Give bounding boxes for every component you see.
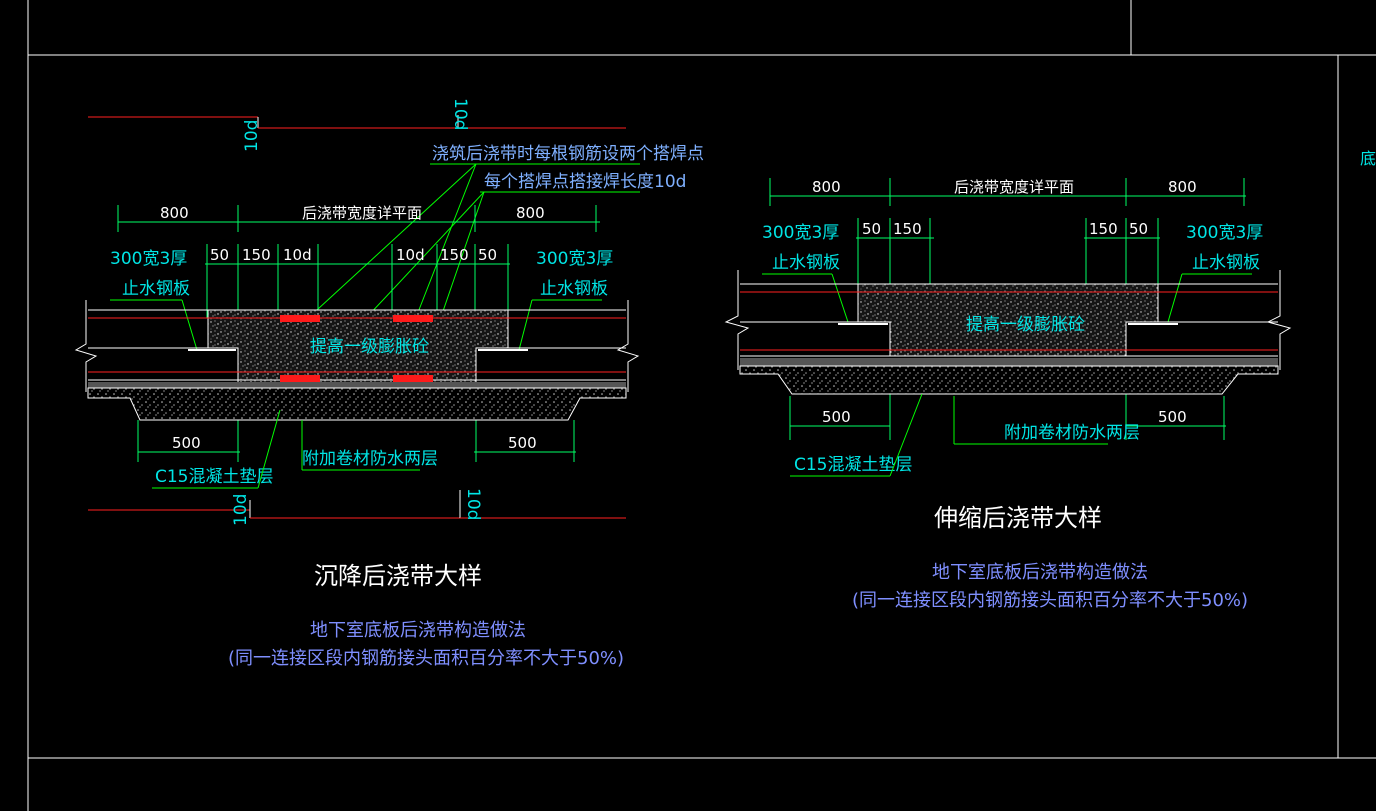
left-cushion-label: C15混凝土垫层 — [155, 467, 274, 487]
left-concrete-label: 提高一级膨胀砼 — [310, 337, 429, 357]
left-waterstop-size-left: 300宽3厚 — [110, 249, 187, 269]
left-top-rebar-reference — [88, 115, 626, 129]
left-dim-500-left: 500 — [172, 434, 201, 452]
left-dim-800-left: 800 — [160, 204, 189, 222]
right-slab-section — [724, 270, 1292, 395]
right-dim-center-width: 后浇带宽度详平面 — [954, 178, 1074, 196]
right-waterstop-name-right: 止水钢板 — [1192, 253, 1260, 273]
left-lap-top-right-label: 10d — [450, 98, 470, 130]
right-dimension-lines — [769, 178, 1246, 440]
right-dim-50-right: 50 — [1129, 220, 1148, 238]
left-waterstop-size-right: 300宽3厚 — [536, 249, 613, 269]
left-dim-150-left: 150 — [242, 246, 271, 264]
right-waterstop-size-right: 300宽3厚 — [1186, 223, 1263, 243]
left-waterstop-name-right: 止水钢板 — [540, 279, 608, 299]
right-detail-subtitle-1: 地下室底板后浇带构造做法 — [932, 562, 1148, 583]
right-dim-500-right: 500 — [1158, 408, 1187, 426]
right-dim-150-left: 150 — [893, 220, 922, 238]
left-dim-50-left: 50 — [210, 246, 229, 264]
right-detail-subtitle-2: (同一连接区段内钢筋接头面积百分率不大于50%) — [852, 590, 1248, 611]
left-note-weld-length: 每个搭焊点搭接焊长度10d — [484, 172, 686, 192]
right-concrete-label: 提高一级膨胀砼 — [966, 315, 1085, 335]
right-dim-500-left: 500 — [822, 408, 851, 426]
left-dim-800-right: 800 — [516, 204, 545, 222]
left-waterstop-name-left: 止水钢板 — [122, 279, 190, 299]
left-note-weld-points: 浇筑后浇带时每根钢筋设两个搭焊点 — [432, 144, 704, 164]
left-dimension-lines — [117, 205, 600, 462]
left-dim-center-width: 后浇带宽度详平面 — [302, 204, 422, 222]
right-dim-50-left: 50 — [862, 220, 881, 238]
right-cushion-label: C15混凝土垫层 — [794, 455, 913, 475]
left-detail: 10d 10d 浇筑后浇带时每根钢筋设两个搭焊点 每个搭焊点搭接焊长度10d — [74, 98, 704, 669]
left-slab-section — [74, 300, 640, 421]
left-dim-50-right: 50 — [478, 246, 497, 264]
left-dim-10d-right: 10d — [396, 246, 425, 264]
left-dim-10d-left: 10d — [283, 246, 312, 264]
left-detail-subtitle-1: 地下室底板后浇带构造做法 — [310, 620, 526, 641]
right-dim-800-left: 800 — [812, 178, 841, 196]
right-waterstop-name-left: 止水钢板 — [772, 253, 840, 273]
left-detail-subtitle-2: (同一连接区段内钢筋接头面积百分率不大于50%) — [228, 648, 624, 669]
right-waterstop-size-left: 300宽3厚 — [762, 223, 839, 243]
edge-fragment-label: 底板 — [1360, 149, 1376, 168]
right-detail: 800 后浇带宽度详平面 800 50 150 150 50 300宽3厚 止水… — [724, 178, 1292, 611]
left-lap-top-left-label: 10d — [242, 120, 262, 152]
left-lap-bottom-right-label: 10d — [463, 488, 483, 520]
left-bottom-rebar-reference — [88, 490, 626, 519]
left-detail-title: 沉降后浇带大样 — [314, 562, 482, 590]
right-detail-title: 伸缩后浇带大样 — [934, 504, 1102, 532]
drawing-frame — [27, 0, 1376, 811]
left-dim-150-right: 150 — [440, 246, 469, 264]
right-dim-800-right: 800 — [1168, 178, 1197, 196]
left-dim-500-right: 500 — [508, 434, 537, 452]
left-lap-bottom-left-label: 10d — [231, 494, 251, 526]
left-membrane-label: 附加卷材防水两层 — [302, 449, 438, 469]
right-membrane-label: 附加卷材防水两层 — [1004, 423, 1140, 443]
right-dim-150-right: 150 — [1089, 220, 1118, 238]
